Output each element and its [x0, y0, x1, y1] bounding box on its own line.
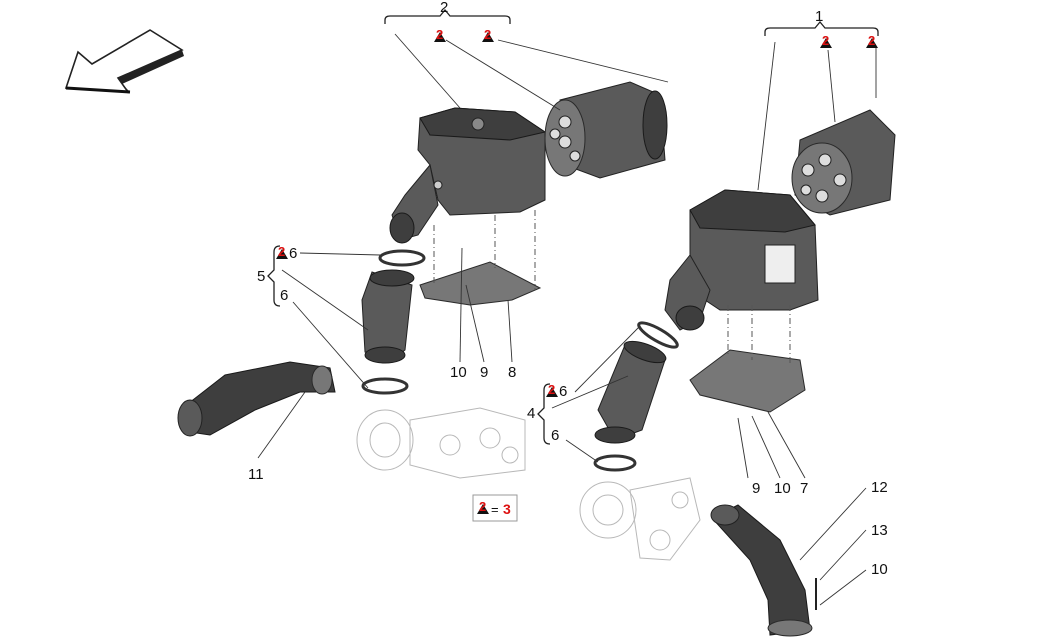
callout-5: 5 [257, 268, 265, 285]
right-air-duct [710, 504, 817, 637]
left-filter-element [544, 81, 668, 179]
callout-9-left: 9 [480, 364, 488, 381]
fastener-markers: 2 2 2 2 2 2 [276, 27, 878, 397]
right-turbocharger-ghost [579, 477, 701, 561]
legend-value: 3 [503, 501, 511, 517]
svg-text:2: 2 [868, 33, 875, 48]
callout-6-right-top: 6 [559, 383, 567, 400]
callout-9-right: 9 [752, 480, 760, 497]
legend-symbol-number: 2 [479, 499, 486, 514]
direction-arrow-icon [64, 29, 184, 94]
fastener-marker-icon [477, 504, 489, 514]
left-air-duct [177, 361, 336, 437]
legend-equals: = [491, 502, 499, 517]
callout-11: 11 [248, 466, 264, 483]
callout-2: 2 [440, 0, 448, 16]
right-mounting-bracket [689, 305, 806, 413]
callout-10-right: 10 [774, 480, 791, 497]
right-airbox-housing [664, 189, 819, 331]
fastener-marker-icon: 2 [866, 33, 878, 48]
svg-text:2: 2 [278, 244, 285, 259]
callout-4: 4 [527, 405, 535, 422]
callout-10-bottom: 10 [871, 561, 888, 578]
fastener-marker-icon: 2 [820, 33, 832, 48]
fastener-marker-icon: 2 [482, 27, 494, 42]
callout-8: 8 [508, 364, 516, 381]
callout-12: 12 [871, 479, 888, 496]
fastener-marker-icon: 2 [546, 382, 558, 397]
left-turbocharger-ghost [356, 407, 526, 479]
fastener-marker-icon: 2 [276, 244, 288, 259]
callout-6-right-bottom: 6 [551, 427, 559, 444]
callout-13: 13 [871, 522, 888, 539]
callout-10-left: 10 [450, 364, 467, 381]
fastener-marker-icon: 2 [434, 27, 446, 42]
svg-text:2: 2 [436, 27, 443, 42]
callout-1: 1 [815, 8, 823, 25]
svg-text:2: 2 [822, 33, 829, 48]
left-mounting-bracket [419, 210, 542, 306]
left-intake-hose [361, 249, 426, 395]
callout-7: 7 [800, 480, 808, 497]
leader-lines [257, 8, 879, 606]
callout-6-left-bottom: 6 [280, 287, 288, 304]
callout-labels: 2 1 6 5 6 11 10 9 8 6 4 6 9 10 7 12 13 1… [248, 0, 888, 578]
callout-6-left-top: 6 [289, 245, 297, 262]
svg-text:2: 2 [548, 382, 555, 397]
right-intake-hose [593, 321, 679, 472]
svg-text:2: 2 [484, 27, 491, 42]
right-filter-element [791, 109, 896, 216]
legend-box: 2 = 3 [472, 494, 518, 522]
left-airbox-housing [389, 107, 547, 244]
